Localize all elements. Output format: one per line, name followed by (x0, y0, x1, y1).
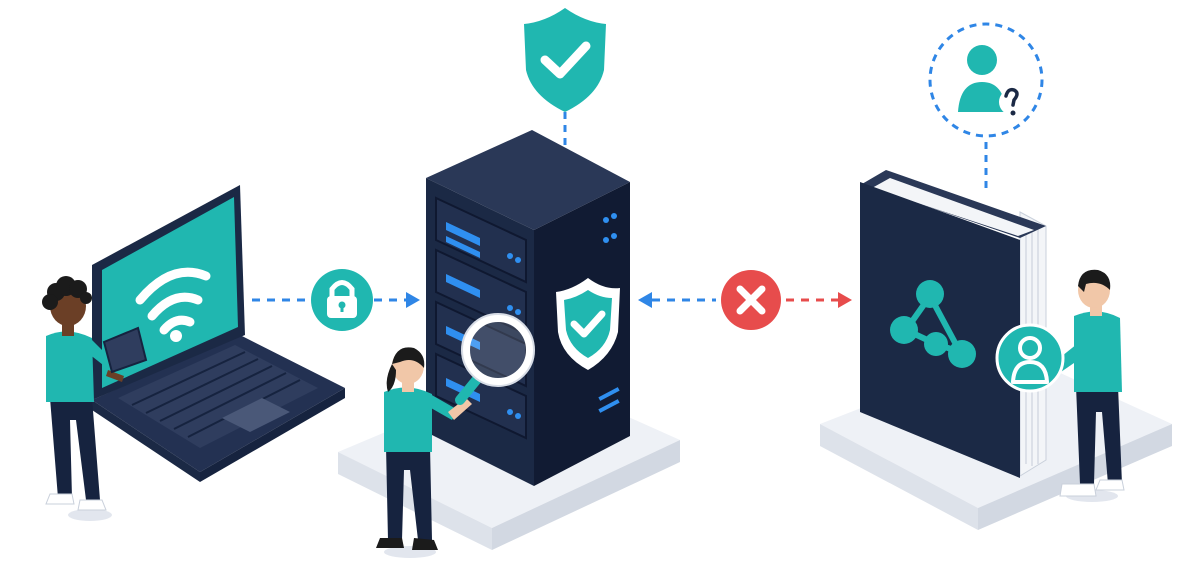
connector-server-book (638, 292, 852, 308)
shield-check-icon (524, 8, 606, 112)
laptop-touchpad (222, 398, 290, 432)
blocked-badge (721, 270, 781, 330)
lock-icon (327, 280, 357, 318)
server-rack (426, 130, 630, 486)
x-icon (736, 285, 766, 315)
person-center-inspecting (376, 313, 535, 558)
user-badge (995, 323, 1065, 393)
wifi-icon (135, 267, 211, 335)
share-network-icon (890, 280, 976, 368)
book-cover (860, 182, 1020, 478)
unknown-user-bubble (928, 22, 1044, 194)
connector-laptop-server (252, 292, 420, 308)
user-icon (1011, 336, 1049, 384)
server-units (435, 196, 527, 440)
person-left-typing (42, 276, 148, 521)
top-shield (524, 8, 606, 150)
user-question-icon (958, 45, 1025, 116)
tablet (102, 326, 148, 374)
person-right-holding (995, 269, 1125, 502)
lock-badge (311, 269, 373, 331)
laptop-group (92, 185, 345, 482)
server-shield (556, 278, 620, 370)
laptop-keyboard (118, 345, 318, 448)
magnifier-icon (455, 313, 535, 405)
